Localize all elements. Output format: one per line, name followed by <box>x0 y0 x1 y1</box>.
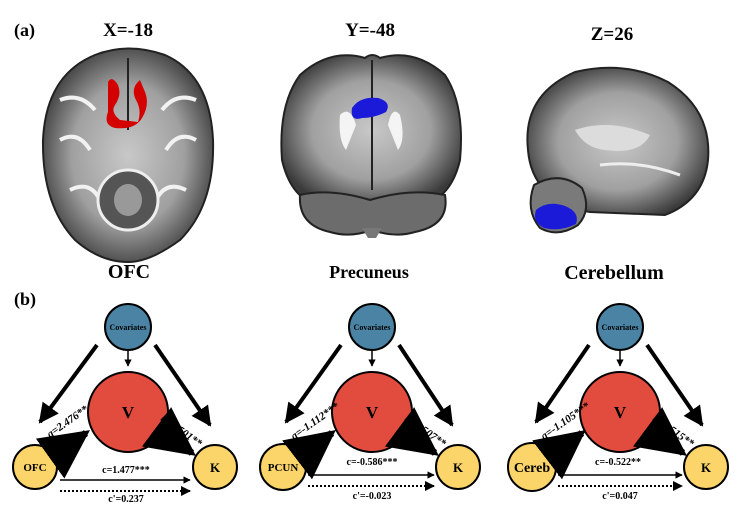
covariates-label: Covariates <box>354 323 391 332</box>
covariates-node <box>104 303 152 351</box>
covariates-node <box>348 303 396 351</box>
precuneus-highlight <box>351 97 388 119</box>
slice-coord-2: Y=-48 <box>345 20 395 41</box>
y-label: K <box>453 460 464 475</box>
c-prime-coefficient: c'=0.047 <box>602 491 637 502</box>
slice-coord-3: Z=26 <box>591 24 634 45</box>
mediation-model-3: Covariates V Cereb K a=-1.105*** b=0.515… <box>507 303 729 502</box>
mediation-model-1: Covariates V OFC K a=2.476** b=0.501** c… <box>12 303 238 505</box>
y-label: K <box>701 460 712 475</box>
region-precuneus-label: Precuneus <box>329 262 409 282</box>
mediator-label: V <box>366 403 379 422</box>
x-label: OFC <box>23 462 46 474</box>
y-node <box>683 444 729 490</box>
c-coefficient: c=-0.586*** <box>347 457 398 468</box>
covariates-label: Covariates <box>110 323 147 332</box>
slice-coord-1: X=-18 <box>103 20 153 41</box>
mediator-label: V <box>122 403 135 422</box>
cerebellum-highlight <box>535 203 577 230</box>
covariates-node <box>596 303 644 351</box>
c-coefficient: c=-0.522** <box>595 457 641 468</box>
y-node <box>435 444 481 490</box>
c-prime-coefficient: c'=-0.023 <box>353 491 392 502</box>
covariates-label: Covariates <box>602 323 639 332</box>
x-label: PCUN <box>268 462 299 474</box>
mediation-model-2: Covariates V PCUN K a=-1.112*** b=0.507*… <box>259 303 481 502</box>
c-prime-coefficient: c'=0.237 <box>108 494 143 505</box>
brain-sagittal-slice <box>526 66 710 234</box>
mediator-label: V <box>614 403 627 422</box>
panel-b-label: (b) <box>14 289 36 310</box>
x-label: Cereb <box>514 461 550 476</box>
region-cerebellum-label: Cerebellum <box>564 262 664 284</box>
panel-a-label: (a) <box>14 20 35 41</box>
brain-coronal-slice <box>280 54 462 238</box>
ofc-highlight <box>106 79 147 129</box>
brain-axial-slice <box>41 47 215 264</box>
region-ofc-label: OFC <box>108 261 150 283</box>
y-node <box>192 444 238 490</box>
c-coefficient: c=1.477*** <box>102 465 150 476</box>
y-label: K <box>210 460 221 475</box>
